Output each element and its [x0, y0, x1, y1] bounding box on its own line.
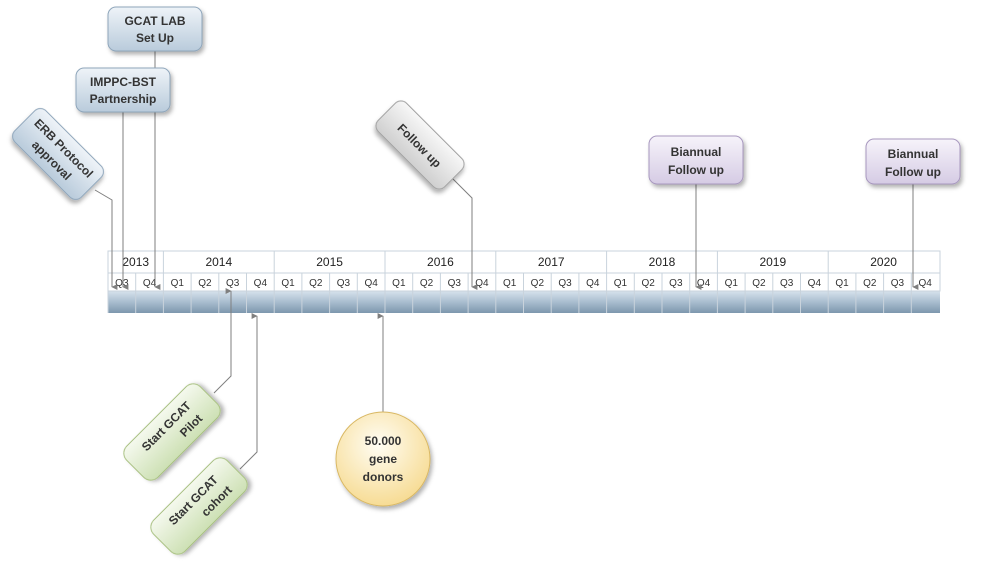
year-label: 2015 [316, 255, 343, 269]
milestone-follow-up [375, 100, 465, 190]
quarter-label: Q4 [697, 278, 711, 289]
connector-start-pilot [213, 288, 232, 394]
year-label: 2016 [427, 255, 454, 269]
quarter-label: Q3 [115, 278, 129, 289]
quarter-label: Q4 [918, 278, 932, 289]
quarter-label: Q3 [669, 278, 683, 289]
year-label: 2020 [870, 255, 897, 269]
year-label: 2014 [205, 255, 232, 269]
connector-erb [94, 189, 118, 290]
quarter-label: Q3 [780, 278, 794, 289]
milestone-biannual-follow-up-2018 [648, 135, 744, 185]
quarter-label: Q3 [558, 278, 572, 289]
quarter-label: Q2 [198, 278, 212, 289]
milestone-50000-line1: 50.000 [365, 434, 402, 448]
milestone-erb-protocol-approval [12, 108, 104, 200]
year-label: 2018 [649, 255, 676, 269]
milestone-50000-line3: donors [363, 470, 404, 484]
milestone-biannual-2018-line1: Biannual [671, 145, 722, 159]
quarter-label: Q2 [752, 278, 766, 289]
milestone-start-gcat-pilot [123, 383, 221, 481]
quarter-label: Q1 [614, 278, 628, 289]
milestone-biannual-2020-line1: Biannual [888, 147, 939, 161]
milestone-imppc-bst-line2: Partnership [90, 92, 157, 106]
quarter-label: Q2 [531, 278, 545, 289]
quarter-label: Q4 [475, 278, 489, 289]
quarter-label: Q2 [641, 278, 655, 289]
quarter-label: Q3 [448, 278, 462, 289]
year-label: 2013 [122, 255, 149, 269]
quarter-label: Q2 [420, 278, 434, 289]
milestone-biannual-2020-line2: Follow up [885, 165, 941, 179]
quarter-label: Q1 [835, 278, 849, 289]
milestone-gcat-lab-setup-line1: GCAT LAB [124, 14, 185, 28]
quarter-label: Q3 [226, 278, 240, 289]
quarter-label: Q2 [309, 278, 323, 289]
quarter-label: Q1 [281, 278, 295, 289]
quarter-label: Q4 [364, 278, 378, 289]
quarter-label: Q4 [586, 278, 600, 289]
milestone-gcat-lab-setup [107, 6, 203, 52]
connector-start-cohort [239, 313, 258, 470]
quarter-label: Q1 [725, 278, 739, 289]
year-label: 2017 [538, 255, 565, 269]
quarter-label: Q3 [891, 278, 905, 289]
milestone-50000-line2: gene [369, 452, 397, 466]
quarter-label: Q1 [392, 278, 406, 289]
milestone-biannual-2018-line2: Follow up [668, 163, 724, 177]
quarter-label: Q4 [143, 278, 157, 289]
quarter-label: Q2 [863, 278, 877, 289]
milestone-imppc-bst-partnership [75, 67, 171, 113]
milestone-biannual-follow-up-2020 [865, 138, 961, 185]
milestone-50000-gene-donors [335, 411, 431, 507]
quarter-label: Q3 [337, 278, 351, 289]
milestone-start-gcat-cohort [150, 457, 248, 555]
milestone-gcat-lab-setup-line2: Set Up [136, 31, 174, 45]
quarter-label: Q1 [171, 278, 185, 289]
quarter-label: Q1 [503, 278, 517, 289]
quarter-label: Q4 [808, 278, 822, 289]
connector-follow-up [451, 177, 478, 290]
milestone-imppc-bst-line1: IMPPC-BST [90, 75, 157, 89]
year-label: 2019 [759, 255, 786, 269]
quarter-label: Q4 [254, 278, 268, 289]
